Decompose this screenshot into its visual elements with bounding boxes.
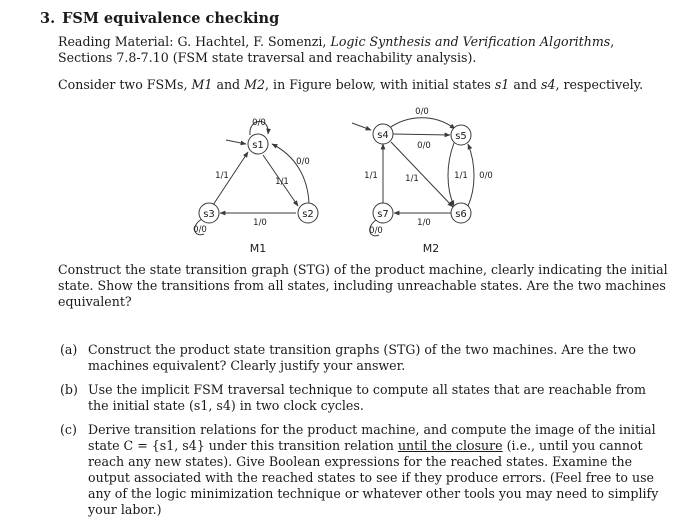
problem-heading: 3. FSM equivalence checking xyxy=(40,10,279,27)
part-a-label: (a) xyxy=(60,342,78,357)
m1-edge-s2-s3-label: 1/0 xyxy=(253,218,267,228)
m2-name: M2 xyxy=(423,242,440,255)
m1-edge-s1-s2-label: 1/1 xyxy=(275,177,289,187)
m2-s6-label: s6 xyxy=(455,209,467,220)
m2-edge-s4-s5-top xyxy=(387,117,456,130)
m2-state-s7 xyxy=(372,202,394,224)
reading-material: Reading Material: G. Hachtel, F. Somenzi… xyxy=(58,34,615,65)
m2-edge-s4-s6 xyxy=(390,141,454,208)
part-b-label: (b) xyxy=(60,382,78,397)
m1-edge-s2-s1-label: 0/0 xyxy=(296,157,310,167)
part-c-label: (c) xyxy=(60,422,77,437)
book-title: Logic Synthesis and Verification Algorit… xyxy=(330,34,611,49)
m1-s3-label: s3 xyxy=(203,209,215,220)
m2-initial-arrow xyxy=(351,122,372,131)
m1-s1-self-loop xyxy=(249,120,271,136)
problem-title: FSM equivalence checking xyxy=(62,10,280,27)
m2-s7-self-loop xyxy=(369,219,380,237)
m2-edge-s5-s6-label: 1/1 xyxy=(454,171,468,181)
m1-edge-s1-s2 xyxy=(262,154,299,207)
m2-edge-s6-s5 xyxy=(467,143,475,207)
m1-edge-s3-s1 xyxy=(212,151,249,206)
m2-state-s4 xyxy=(372,123,394,145)
m1-edge-s3-s1-label: 1/1 xyxy=(215,171,229,181)
m1-s2-label: s2 xyxy=(302,209,314,220)
m2-s7-label: s7 xyxy=(377,209,389,220)
problem-number: 3. xyxy=(40,10,56,27)
m2-state-s5 xyxy=(450,124,472,146)
m2-s7-loop-label: 0/0 xyxy=(369,226,383,236)
m2-edge-s7-s4-label: 1/1 xyxy=(364,171,378,181)
m2-edge-s4-s5 xyxy=(392,132,451,138)
m2-edge-s4-s6-label: 1/1 xyxy=(405,174,419,184)
fsm-figure: s1 s2 s3 0/0 0/0 1/1 1/1 0/0 1/0 M1 xyxy=(193,107,493,255)
part-a-text: Construct the product state transition g… xyxy=(88,342,636,373)
closure-underline: until the closure xyxy=(397,438,503,453)
m1-s3-loop-label: 0/0 xyxy=(193,225,207,235)
m1-state-s3 xyxy=(198,202,220,224)
m2-s4-label: s4 xyxy=(377,130,389,141)
intro-text: Consider two FSMs, M1 and M2, in Figure … xyxy=(58,77,644,92)
part-c-text: Derive transition relations for the prod… xyxy=(88,422,659,517)
m1-s3-self-loop xyxy=(194,218,205,236)
machine-m1: s1 s2 s3 0/0 0/0 1/1 1/1 0/0 1/0 M1 xyxy=(193,118,319,255)
m1-s1-loop-label: 0/0 xyxy=(252,118,266,128)
m1-initial-arrow xyxy=(225,139,247,146)
m1-state-s1 xyxy=(247,133,269,155)
part-b-text: Use the implicit FSM traversal technique… xyxy=(88,382,646,413)
m1-s1-label: s1 xyxy=(252,140,264,151)
m2-edge-s4-s5-top-label: 0/0 xyxy=(415,107,429,117)
m2-edge-s5-s6 xyxy=(447,142,455,207)
machine-m2: s4 s5 s6 s7 0/0 0/0 1/1 1/1 1/1 0/0 1/0 … xyxy=(351,107,493,255)
m2-edge-s6-s7-label: 1/0 xyxy=(417,218,431,228)
m2-edge-s6-s5-label: 0/0 xyxy=(479,171,493,181)
task-text: Construct the state transition graph (ST… xyxy=(58,262,668,309)
m2-state-s6 xyxy=(450,202,472,224)
m2-edge-s4-s5-label: 0/0 xyxy=(417,141,431,151)
m1-state-s2 xyxy=(297,202,319,224)
m1-name: M1 xyxy=(250,242,267,255)
m2-s5-label: s5 xyxy=(455,131,467,142)
m1-edge-s2-s1 xyxy=(271,143,310,205)
